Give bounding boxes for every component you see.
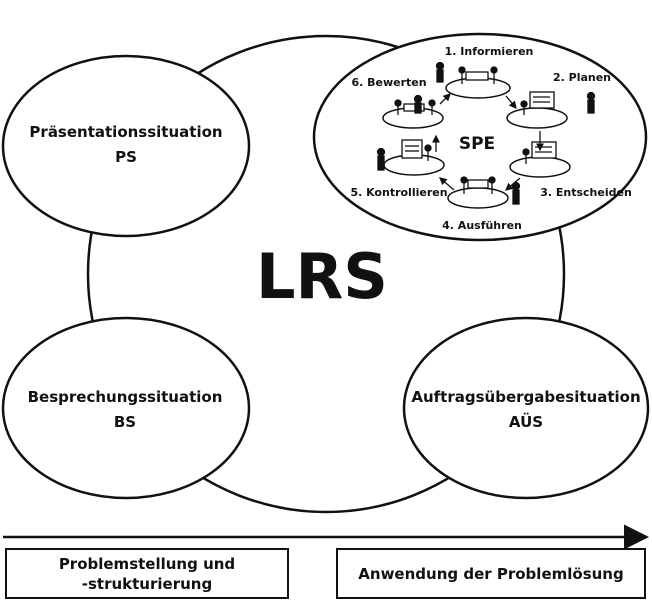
presentation-situation-name: Präsentationssituation [29, 123, 222, 141]
spe-cycle-illustration [382, 77, 571, 209]
meeting-situation-ellipse [1, 316, 251, 500]
step-4-platform [447, 187, 509, 209]
spe-step-5: 5. Kontrollieren [350, 186, 447, 199]
handover-situation-abbr: AÜS [509, 412, 543, 431]
handover-situation-ellipse [402, 316, 650, 500]
handover-situation-name: Auftragsübergabesituation [411, 388, 640, 406]
spe-step-3: 3. Entscheiden [540, 186, 632, 199]
spe-step-2: 2. Planen [553, 71, 611, 84]
lrs-label: LRS [256, 240, 388, 313]
problem-solution-box: Anwendung der Problemlösung [336, 548, 646, 599]
problem-definition-line2: -strukturierung [81, 574, 213, 593]
presentation-situation-abbr: PS [115, 148, 137, 166]
spe-label: SPE [459, 134, 495, 154]
spe-step-4: 4. Ausführen [442, 219, 522, 232]
arrow-3-4 [505, 177, 521, 191]
step-2-platform [506, 107, 568, 129]
spe-cycle-arrows [432, 93, 544, 191]
spe-step-1: 1. Informieren [445, 45, 534, 58]
arrow-4-5 [439, 177, 455, 191]
problem-definition-line1: Problemstellung und [58, 554, 236, 573]
meeting-situation-abbr: BS [114, 413, 136, 431]
step-3-platform [509, 156, 571, 178]
meeting-situation-name: Besprechungssituation [28, 388, 223, 406]
problem-definition-box: Problemstellung und -strukturierung [5, 548, 289, 599]
spe-figures [376, 61, 596, 205]
spe-step-6: 6. Bewerten [351, 76, 426, 89]
spe-ellipse [312, 32, 648, 242]
problem-solution-label: Anwendung der Problemlösung [358, 564, 624, 583]
arrow-6-1 [439, 93, 451, 105]
step-1-platform [445, 77, 511, 99]
arrow-1-2 [505, 95, 517, 109]
presentation-situation-ellipse [1, 54, 251, 238]
